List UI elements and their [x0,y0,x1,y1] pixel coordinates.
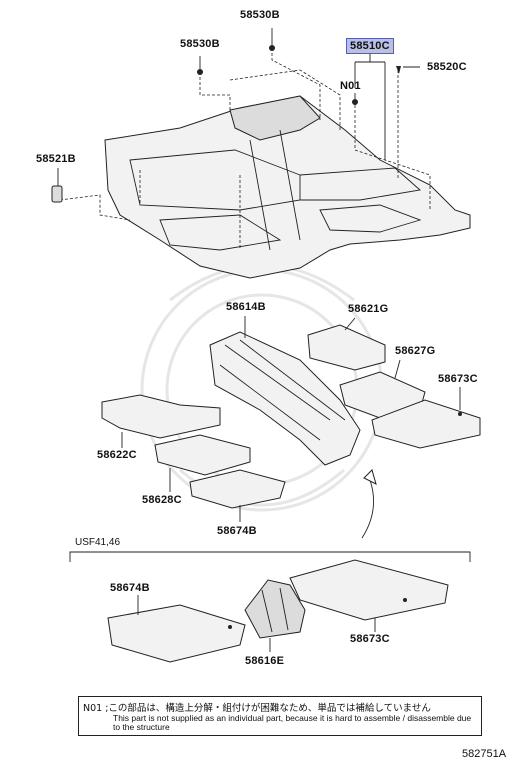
leader-58621g [344,317,356,331]
clip-58530b-left[interactable] [197,56,203,75]
carpet-assembly-58510c[interactable] [104,95,471,279]
grommet-n01[interactable] [352,93,358,105]
clip-58530b-top[interactable] [269,28,275,51]
note-box: N01 ;この部品は、構造上分解・組付けが困難なため、単品では補給していません … [78,696,482,736]
label-58614b[interactable]: 58614B [226,301,266,313]
label-n01[interactable]: N01 [340,80,361,92]
note-japanese: N01 ;この部品は、構造上分解・組付けが困難なため、単品では補給していません [83,703,431,714]
label-58510c[interactable]: 58510C [346,38,394,54]
label-58673c-upper[interactable]: 58673C [438,373,478,385]
clip-58521b[interactable] [51,168,63,203]
label-58530b-top[interactable]: 58530B [240,9,280,21]
label-58616e[interactable]: 58616E [245,655,285,667]
leader-58510c [354,54,386,160]
insulator-58674b-upper[interactable] [189,469,286,509]
dashed-guides-upper [59,48,431,250]
note-english: This part is not supplied as an individu… [113,713,472,732]
label-58628c[interactable]: 58628C [142,494,182,506]
insulator-58673c-upper[interactable] [371,399,481,449]
label-58627g[interactable]: 58627G [395,345,436,357]
tunnel-insulator-58614b[interactable] [209,331,361,466]
label-58621g[interactable]: 58621G [348,303,389,315]
label-58520c[interactable]: 58520C [427,61,467,73]
upward-arrow [361,469,377,539]
insulator-58621g[interactable] [307,324,386,371]
clip-58520c[interactable] [396,66,420,74]
insulator-58673c-lower[interactable] [289,559,449,621]
insulator-58622c[interactable] [101,394,221,439]
label-58674b-lower[interactable]: 58674B [110,582,150,594]
insulator-58616e[interactable] [244,579,306,639]
label-58530b-left[interactable]: 58530B [180,38,220,50]
label-58674b-upper[interactable]: 58674B [217,525,257,537]
insulator-58628c[interactable] [154,434,251,476]
model-code: USF41,46 [75,537,121,548]
label-58673c-lower[interactable]: 58673C [350,633,390,645]
label-58622c[interactable]: 58622C [97,449,137,461]
model-bracket [69,551,471,562]
insulator-58674b-lower[interactable] [107,604,246,663]
leader-58627g [394,359,401,379]
figure-id: 582751A [462,748,507,760]
label-58521b[interactable]: 58521B [36,153,76,165]
